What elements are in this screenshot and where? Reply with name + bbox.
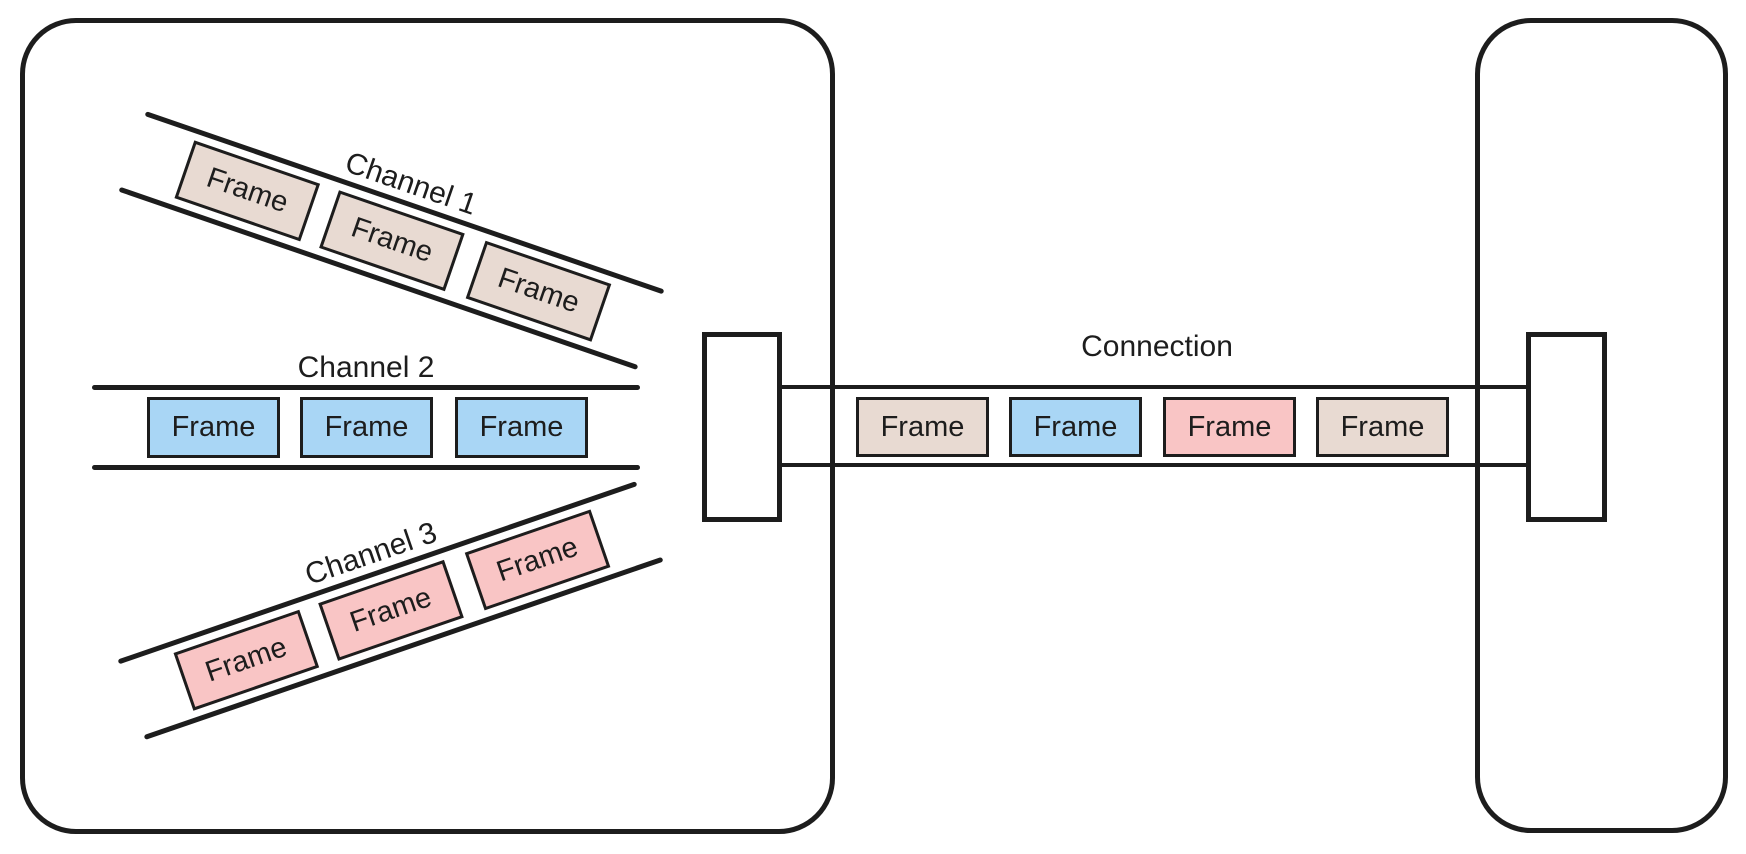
- right-device-port: [1526, 332, 1607, 522]
- channel-2-top-line: [92, 385, 640, 390]
- channel-2-frame-2: Frame: [300, 397, 433, 458]
- channel-2-lane: Channel 2 Frame Frame Frame: [92, 350, 640, 471]
- frame-label: Frame: [479, 411, 564, 443]
- frame-label: Frame: [493, 261, 584, 320]
- frame-label: Frame: [492, 530, 583, 589]
- connection-frame-3: Frame: [1163, 397, 1296, 457]
- left-device-port: [702, 332, 782, 522]
- frame-label: Frame: [1033, 410, 1118, 443]
- frame-label: Frame: [324, 411, 409, 443]
- frame-label: Frame: [202, 161, 293, 220]
- connection-frame-4: Frame: [1316, 397, 1449, 457]
- connection-bottom-line: [782, 463, 1526, 467]
- frame-label: Frame: [347, 211, 437, 270]
- frame-label: Frame: [1187, 410, 1272, 443]
- frame-label: Frame: [201, 630, 291, 689]
- channel-2-label: Channel 2: [297, 351, 435, 384]
- channel-2-frame-1: Frame: [147, 397, 280, 458]
- frame-label: Frame: [171, 411, 256, 443]
- connection-label: Connection: [1081, 330, 1233, 363]
- connection-frame-1: Frame: [856, 397, 989, 457]
- frame-label: Frame: [1340, 410, 1425, 443]
- channel-2-bottom-line: [92, 465, 640, 470]
- connection-top-line: [782, 385, 1526, 389]
- frame-label: Frame: [880, 410, 965, 443]
- channel-2-frame-3: Frame: [455, 397, 588, 458]
- connection-frame-2: Frame: [1009, 397, 1142, 457]
- frame-label: Frame: [346, 581, 436, 639]
